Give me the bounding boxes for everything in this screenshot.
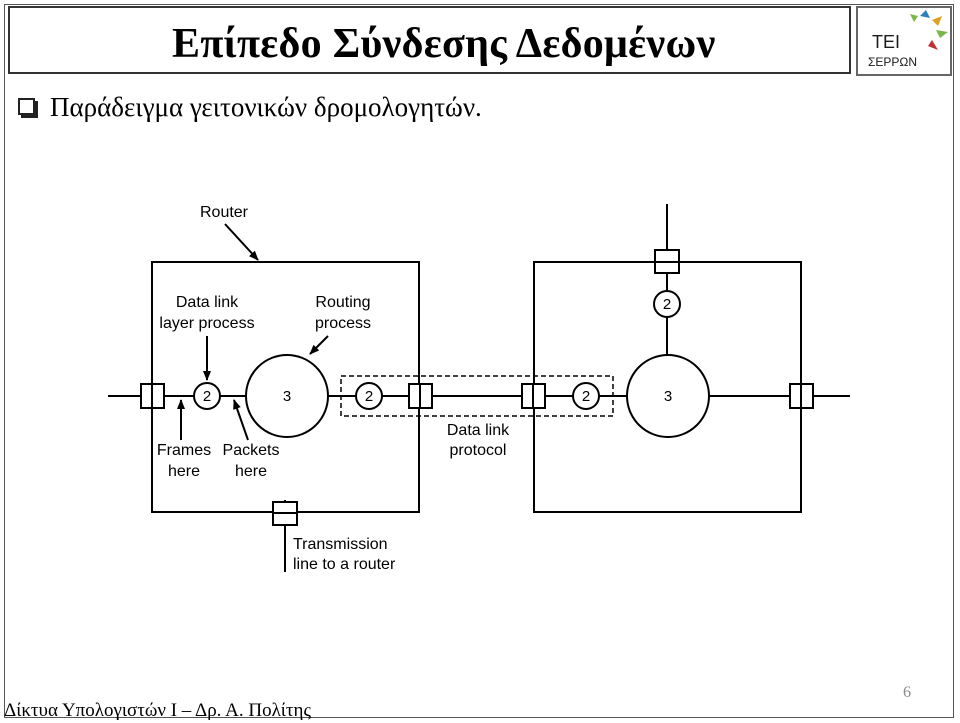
layer3-label-b: 3 — [664, 388, 672, 405]
logo-star-icon — [910, 10, 948, 50]
packets-label-2: here — [235, 463, 267, 480]
left-layer2-process-right — [355, 382, 383, 410]
layer3-label-a: 3 — [283, 388, 291, 405]
title-bar: Επίπεδο Σύνδεσης Δεδομένων — [8, 6, 851, 74]
router-label: Router — [200, 204, 249, 221]
institution-logo: TEI ΣΕΡΡΩΝ — [856, 6, 952, 76]
logo-line2: ΣΕΡΡΩΝ — [868, 55, 917, 69]
routing-process-label-2: process — [315, 315, 371, 332]
footer-text: Δίκτυα Υπολογιστών Ι – Δρ. Α. Πολίτης — [4, 700, 311, 721]
slide-title: Επίπεδο Σύνδεσης Δεδομένων — [172, 21, 716, 67]
routing-process-label-1: Routing — [315, 294, 370, 311]
slide-frame — [4, 4, 954, 718]
right-layer2-process-top — [653, 290, 681, 318]
dl-protocol-label-2: protocol — [450, 442, 507, 459]
transmission-label-2: line to a router — [293, 556, 396, 573]
page-number: 6 — [903, 684, 911, 701]
layer2-label-d: 2 — [663, 296, 671, 313]
dll-process-label-2: layer process — [159, 315, 254, 332]
routing-process-arrow — [309, 335, 329, 355]
logo-graphic: TEI ΣΕΡΡΩΝ — [868, 10, 948, 69]
dll-process-label-1: Data link — [176, 294, 239, 311]
layer2-label-c: 2 — [582, 388, 590, 405]
left-layer2-process — [193, 382, 221, 410]
frames-label-1: Frames — [157, 442, 211, 459]
packets-label-1: Packets — [223, 442, 280, 459]
layer2-label-a: 2 — [203, 388, 211, 405]
right-layer2-process-left — [572, 382, 600, 410]
packets-arrow — [233, 399, 249, 441]
data-link-protocol-box — [340, 375, 614, 417]
left-routing-process — [245, 354, 329, 438]
dl-protocol-label-1: Data link — [447, 422, 510, 439]
layer2-label-b: 2 — [365, 388, 373, 405]
logo-line1: TEI — [872, 32, 900, 52]
transmission-label-1: Transmission — [293, 536, 388, 553]
bullet-square-icon — [18, 98, 35, 115]
right-routing-process — [626, 354, 710, 438]
router-arrow — [224, 223, 259, 261]
bullet-text: Παράδειγμα γειτονικών δρομολογητών. — [50, 92, 482, 122]
frames-label-2: here — [168, 463, 200, 480]
